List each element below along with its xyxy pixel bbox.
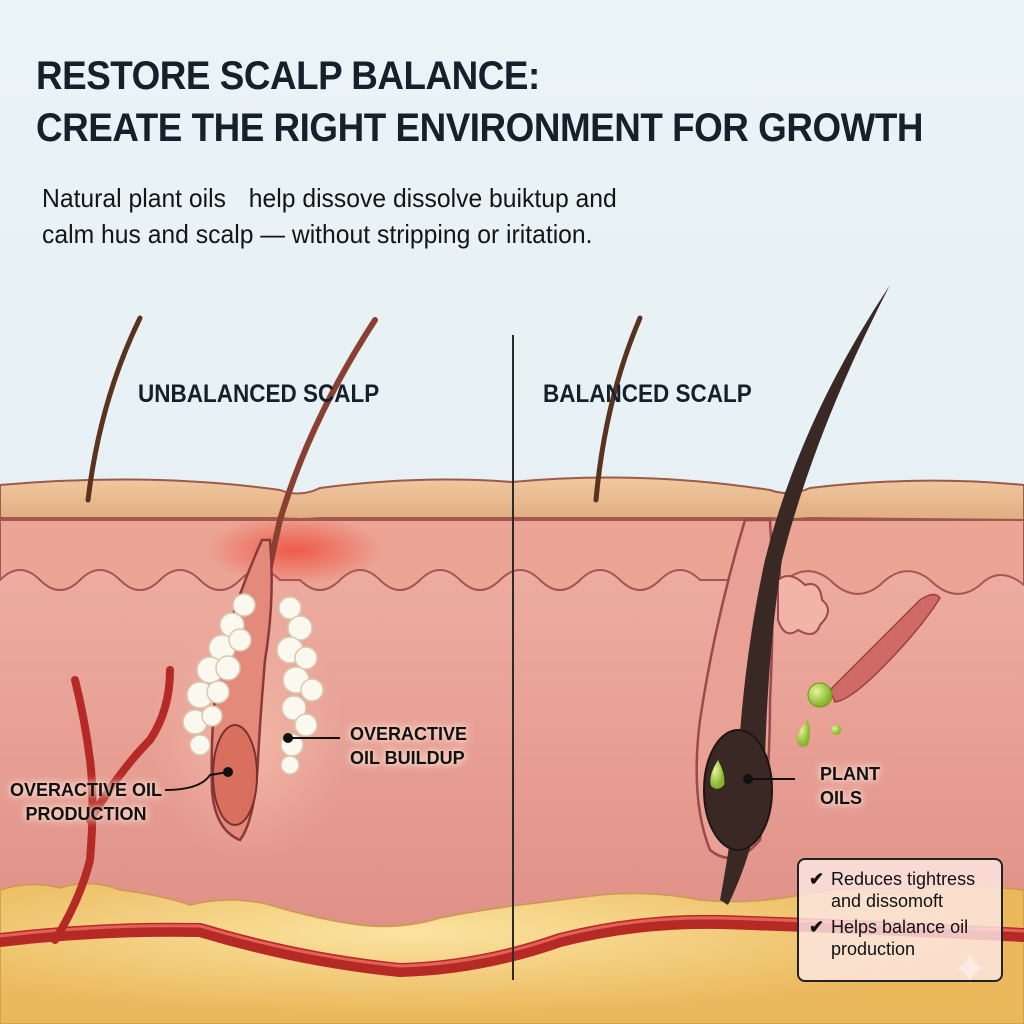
benefit-text: and dissomoft — [831, 891, 944, 911]
sebaceous-gland — [777, 575, 829, 635]
callout-overactive-oil-buildup: OVERACTIVE OIL BUILDUP — [350, 722, 467, 770]
label-balanced-scalp: BALANCED SCALP — [543, 380, 752, 408]
inflammation-area — [205, 515, 385, 585]
checkmark-icon: ✔ — [809, 869, 825, 889]
callout-line: OILS — [820, 788, 863, 808]
hair-bulb-right — [703, 729, 773, 851]
subtitle-line-1b: help dissove dissolve buiktup and — [248, 183, 617, 213]
hair-right-short — [593, 315, 643, 503]
callout-line: OVERACTIVE OIL — [10, 780, 163, 800]
blood-vessel-highlight — [0, 916, 1024, 968]
callout-line: OIL BUILDUP — [350, 748, 465, 768]
benefit-text: Reduces tightress — [831, 869, 976, 889]
oil-buildup-cluster — [182, 593, 324, 775]
page-title: RESTORE SCALP BALANCE: CREATE THE RIGHT … — [36, 50, 923, 154]
blood-vessel — [0, 914, 1024, 978]
benefit-text: production — [831, 939, 916, 959]
checkmark-icon: ✔ — [809, 917, 825, 937]
callout-leaders — [164, 733, 795, 791]
subtitle-line-2: calm hus and scalp — without stripping o… — [42, 219, 593, 249]
callout-line: PRODUCTION — [25, 804, 147, 824]
plant-oil-drop — [807, 682, 833, 708]
callout-line: PLANT — [820, 764, 880, 784]
callout-overactive-oil-production: OVERACTIVE OIL PRODUCTION — [10, 778, 162, 826]
title-line-1: RESTORE SCALP BALANCE: — [36, 54, 540, 98]
subtitle: Natural plant oils help dissove dissolve … — [42, 180, 617, 252]
arrector-muscle — [829, 593, 941, 703]
plant-oil-drop-in-bulb — [710, 760, 725, 789]
subtitle-line-1a: Natural plant oils — [42, 183, 226, 213]
blood-vessel-branch — [51, 666, 174, 944]
label-unbalanced-scalp: UNBALANCED SCALP — [138, 380, 380, 408]
callout-plant-oils: PLANT OILS — [820, 762, 880, 810]
hair-bulb-left — [212, 724, 258, 826]
hair-left-short — [85, 315, 143, 503]
benefit-text: Helps balance oil — [831, 917, 969, 937]
plant-oil-drop — [796, 720, 810, 747]
title-line-2: CREATE THE RIGHT ENVIRONMENT FOR GROWTH — [36, 106, 924, 150]
callout-line: OVERACTIVE — [350, 724, 468, 744]
plant-oil-drop — [831, 725, 841, 735]
